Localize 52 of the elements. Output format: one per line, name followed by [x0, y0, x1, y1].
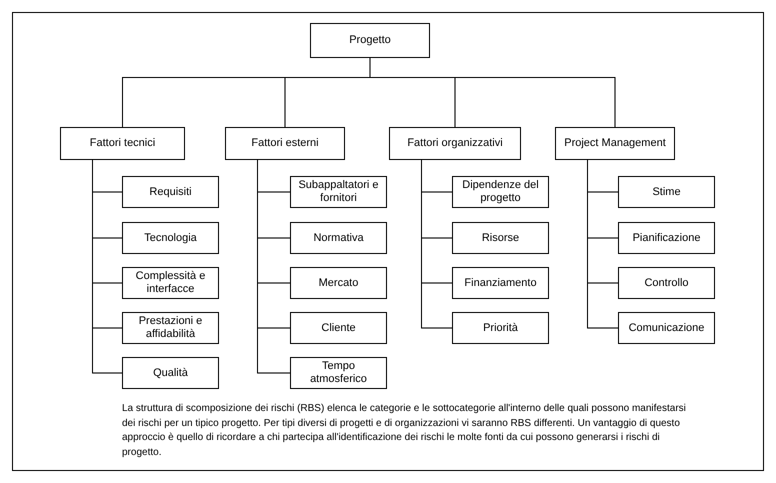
box-label: Requisiti — [148, 186, 193, 198]
box-label: Comunicazione — [628, 322, 706, 334]
box-label: Prestazioni e affidabilità — [138, 315, 204, 341]
category-box — [290, 312, 387, 344]
category-box — [122, 222, 219, 254]
box-label: Subappaltatori e fornitori — [297, 179, 380, 205]
connector-line — [370, 58, 616, 128]
box-label: Tempo atmosferico — [309, 360, 368, 386]
connector-line — [92, 160, 122, 374]
category-box — [618, 222, 715, 254]
category-box — [452, 267, 549, 299]
box-label: Finanziamento — [463, 276, 538, 290]
box-label: Complessità e interfacce — [134, 270, 206, 296]
connector-line — [257, 160, 290, 374]
category-box — [122, 267, 219, 299]
box-label: Fattori tecnici — [88, 137, 156, 150]
category-box — [122, 176, 219, 208]
box-label: Controllo — [643, 276, 690, 290]
box-label: Normativa — [312, 232, 365, 244]
category-box — [290, 222, 387, 254]
box-label: Dipendenze del progetto — [461, 179, 540, 205]
category-box — [389, 127, 521, 160]
category-box — [452, 312, 549, 344]
category-box — [290, 357, 387, 389]
category-box — [60, 127, 185, 160]
category-box — [225, 127, 345, 160]
category-box — [122, 357, 219, 389]
box-label: Project Management — [563, 137, 667, 150]
box-label: Mercato — [318, 276, 360, 290]
box-label: Stime — [651, 186, 682, 198]
category-box — [122, 312, 219, 344]
box-label: Progetto — [348, 34, 392, 47]
box-label: Tecnologia — [143, 232, 198, 244]
box-label: Cliente — [320, 322, 357, 334]
box-label: Pianificazione — [632, 232, 702, 244]
category-box — [555, 127, 675, 160]
category-box — [618, 312, 715, 344]
box-label: Qualità — [152, 366, 189, 380]
box-label: Risorse — [480, 232, 520, 244]
box-label: Fattori esterni — [250, 137, 320, 150]
category-box — [618, 176, 715, 208]
box-label: Priorità — [482, 322, 519, 334]
category-box — [290, 267, 387, 299]
connector-line — [587, 160, 618, 328]
category-box — [452, 176, 549, 208]
connector-line — [421, 160, 452, 328]
box-label: Fattori organizzativi — [406, 137, 504, 150]
caption-text: La struttura di scomposizione dei rischi (RBS) elenca le categorie e le sottocategorie all'interno delle quali possono manifestarsi dei rischi per un tipico progetto. Per tipi diversi di progetti e di organizzazioni vi saranno RBS differenti. Un vantaggio di questo approccio è quello di ricordare a chi partecipa all'identificazione dei rischi le molte fonti da cui possono generarsi i rischi di progetto. — [122, 402, 687, 460]
category-box — [618, 267, 715, 299]
root-box — [310, 23, 430, 58]
category-box — [290, 176, 387, 208]
category-box — [452, 222, 549, 254]
